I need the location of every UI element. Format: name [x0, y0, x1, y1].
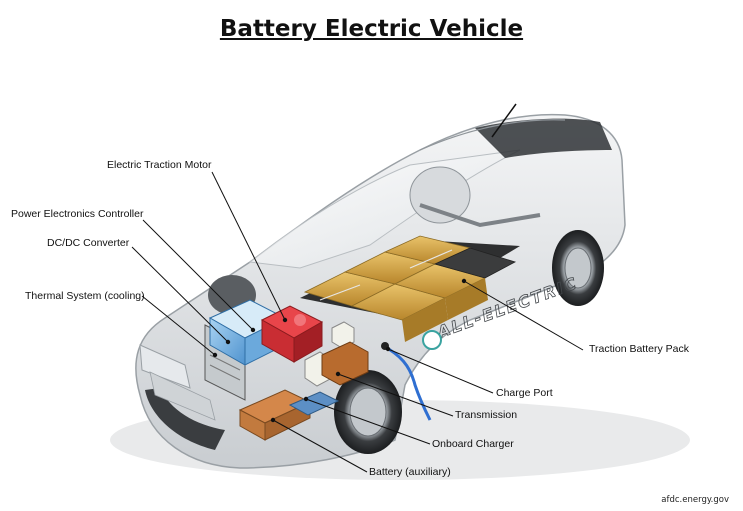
label-transmission: Transmission: [455, 409, 518, 421]
label-dcdc-converter: DC/DC Converter: [47, 237, 130, 249]
leader-transmission: [337, 373, 454, 417]
leader-charge-port: [387, 348, 494, 394]
transmission: [321, 341, 369, 386]
rear-window: [475, 118, 612, 158]
label-traction-battery-pack: Traction Battery Pack: [589, 343, 689, 355]
label-electric-traction-motor: Electric Traction Motor: [107, 159, 212, 171]
leader-power-electronics: [142, 219, 254, 331]
electric-traction-motor: [260, 305, 324, 363]
label-power-electronics-controller: Power Electronics Controller: [11, 208, 144, 220]
leader-onboard-charger: [305, 398, 431, 445]
diagram-title: Battery Electric Vehicle: [219, 16, 524, 42]
source-credit: afdc.energy.gov: [661, 495, 729, 505]
label-charge-port: Charge Port: [496, 387, 553, 399]
front-grille: [145, 388, 225, 450]
leader-dcdc: [131, 246, 229, 343]
coolant-reservoir-2: [331, 321, 355, 349]
leader-dots: [212, 278, 467, 423]
roof-edge: [419, 119, 566, 151]
leader-lines: [131, 171, 584, 473]
charge-cable: [381, 343, 432, 421]
leader-aux-battery: [272, 419, 368, 473]
traction-battery-pack: [300, 235, 520, 342]
onboard-charger: [288, 391, 340, 416]
charge-port-badge: [422, 330, 442, 350]
headlight: [139, 344, 191, 389]
leader-thermal: [141, 295, 216, 356]
label-onboard-charger: Onboard Charger: [432, 438, 514, 450]
label-battery-auxiliary: Battery (auxiliary): [369, 466, 451, 478]
leader-battery-pack: [463, 280, 584, 351]
leader-motor: [211, 171, 286, 321]
label-thermal-system: Thermal System (cooling): [25, 290, 145, 302]
roof-antenna: [491, 103, 517, 138]
rear-wheel-upper: [409, 166, 471, 224]
